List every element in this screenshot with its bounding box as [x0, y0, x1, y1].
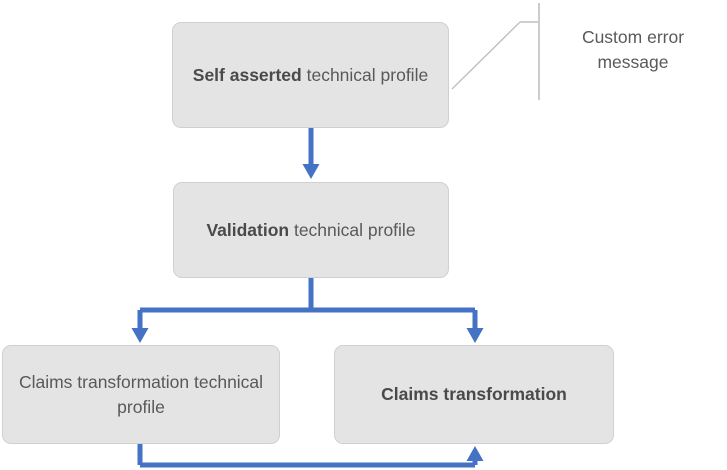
node-self-asserted-label: Self asserted technical profile: [187, 63, 434, 88]
node-claims-transformation-tp-label: Claims transformation technical profile: [18, 371, 264, 417]
node-self-asserted-emphasis: Self asserted: [192, 64, 302, 85]
callout-line-1: Custom error: [581, 27, 685, 47]
node-validation-label: Validation technical profile: [188, 218, 434, 243]
node-claims-transformation-label: Claims transformation: [381, 384, 567, 405]
node-validation-emphasis: Validation: [206, 219, 290, 240]
node-validation-technical-profile[interactable]: Validation technical profile: [173, 182, 449, 278]
connector-bottom-loop: [137, 444, 484, 468]
callout-leader-line: [451, 3, 540, 100]
node-validation-rest: technical profile: [289, 219, 416, 240]
connector-validation-split-branch: [131, 278, 484, 343]
node-self-asserted-technical-profile[interactable]: Self asserted technical profile: [172, 22, 449, 128]
callout-line-2: message: [597, 51, 669, 72]
node-self-asserted-rest: technical profile: [301, 64, 429, 85]
node-claims-transformation-technical-profile[interactable]: Claims transformation technical profile: [2, 345, 280, 444]
callout-custom-error-message: Custom error message: [553, 25, 713, 75]
connector-self-asserted-to-validation: [302, 128, 320, 179]
node-claims-transformation[interactable]: Claims transformation: [334, 345, 614, 444]
